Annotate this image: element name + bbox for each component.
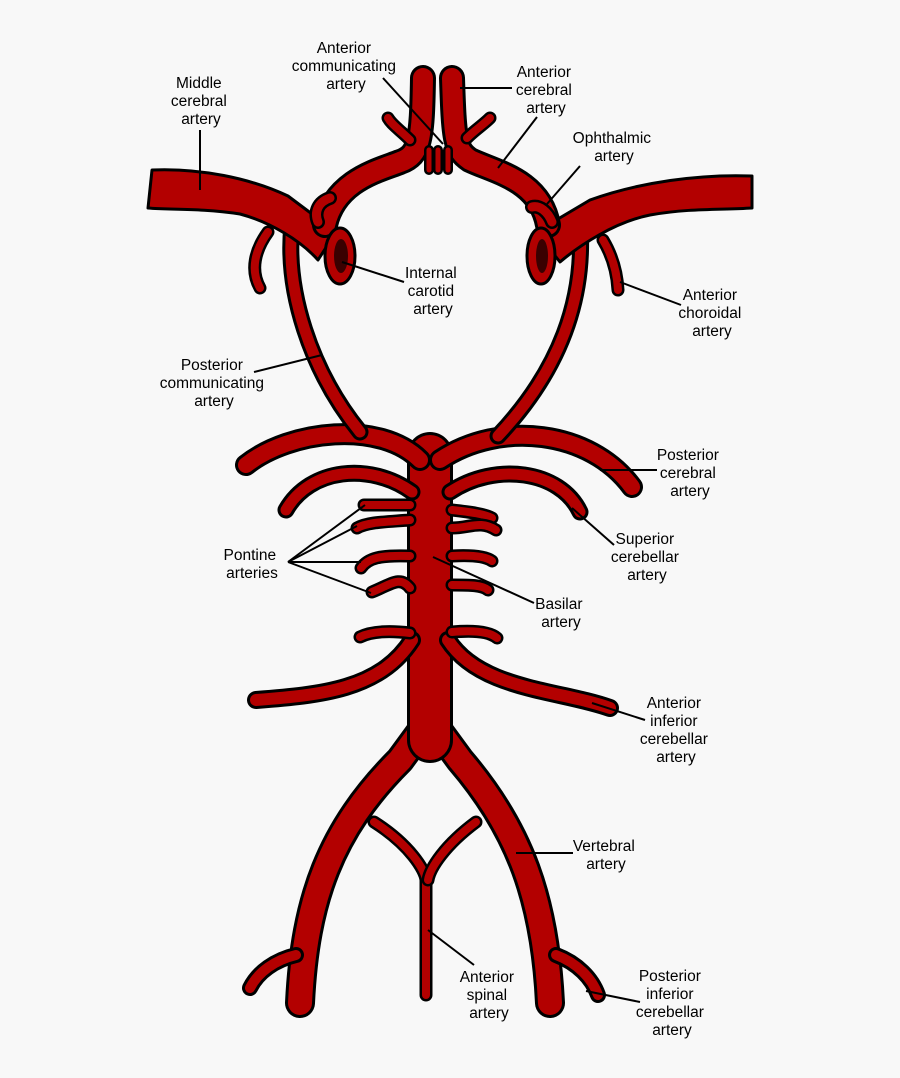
label-anterior-choroidal-artery: Anterior choroidal artery bbox=[678, 287, 745, 340]
label-posterior-cerebral-artery: Posterior cerebral artery bbox=[657, 447, 723, 500]
label-posterior-communicating-artery: Posterior communicating artery bbox=[160, 357, 269, 410]
label-basilar-artery: Basilar artery bbox=[535, 596, 587, 631]
labels: Anterior communicating artery Anterior c… bbox=[160, 40, 745, 1039]
anterior-cerebral-arteries bbox=[312, 65, 561, 238]
label-pontine-arteries: Pontine arteries bbox=[224, 547, 281, 582]
anterior-communicating-arteries bbox=[424, 145, 453, 175]
leader-lines bbox=[199, 77, 682, 1003]
right-carotid-lumen bbox=[536, 239, 548, 273]
internal-carotid-arteries bbox=[323, 226, 557, 286]
label-anterior-communicating-artery: Anterior communicating artery bbox=[292, 40, 401, 93]
anterior-spinal-artery bbox=[367, 815, 483, 1002]
label-ophthalmic-artery: Ophthalmic artery bbox=[573, 130, 656, 165]
anterior-inferior-cerebellar-arteries bbox=[247, 631, 619, 717]
label-vertebral-artery: Vertebral artery bbox=[573, 838, 639, 873]
left-carotid-lumen bbox=[334, 239, 348, 273]
superior-cerebellar-arteries bbox=[277, 464, 589, 521]
middle-cerebral-arteries bbox=[146, 168, 754, 264]
label-anterior-inferior-cerebellar-artery: Anterior inferior cerebellar artery bbox=[640, 695, 712, 766]
ophthalmic-arteries bbox=[309, 191, 559, 229]
label-internal-carotid-artery: Internal carotid artery bbox=[405, 265, 461, 318]
vertebral-arteries bbox=[285, 715, 565, 1018]
vessels bbox=[146, 65, 754, 1018]
pontine-arteries bbox=[350, 498, 504, 645]
posterior-communicating-arteries bbox=[282, 216, 590, 445]
posterior-inferior-cerebellar-arteries bbox=[242, 947, 606, 1003]
anterior-choroidal-arteries bbox=[248, 225, 625, 297]
label-middle-cerebral-artery: Middle cerebral artery bbox=[171, 75, 231, 128]
label-anterior-cerebral-artery: Anterior cerebral artery bbox=[516, 64, 576, 117]
posterior-cerebral-arteries bbox=[235, 423, 643, 498]
label-superior-cerebellar-artery: Superior cerebellar artery bbox=[611, 531, 683, 584]
label-posterior-inferior-cerebellar-artery: Posterior inferior cerebellar artery bbox=[636, 968, 708, 1039]
label-anterior-spinal-artery: Anterior spinal artery bbox=[460, 969, 519, 1022]
